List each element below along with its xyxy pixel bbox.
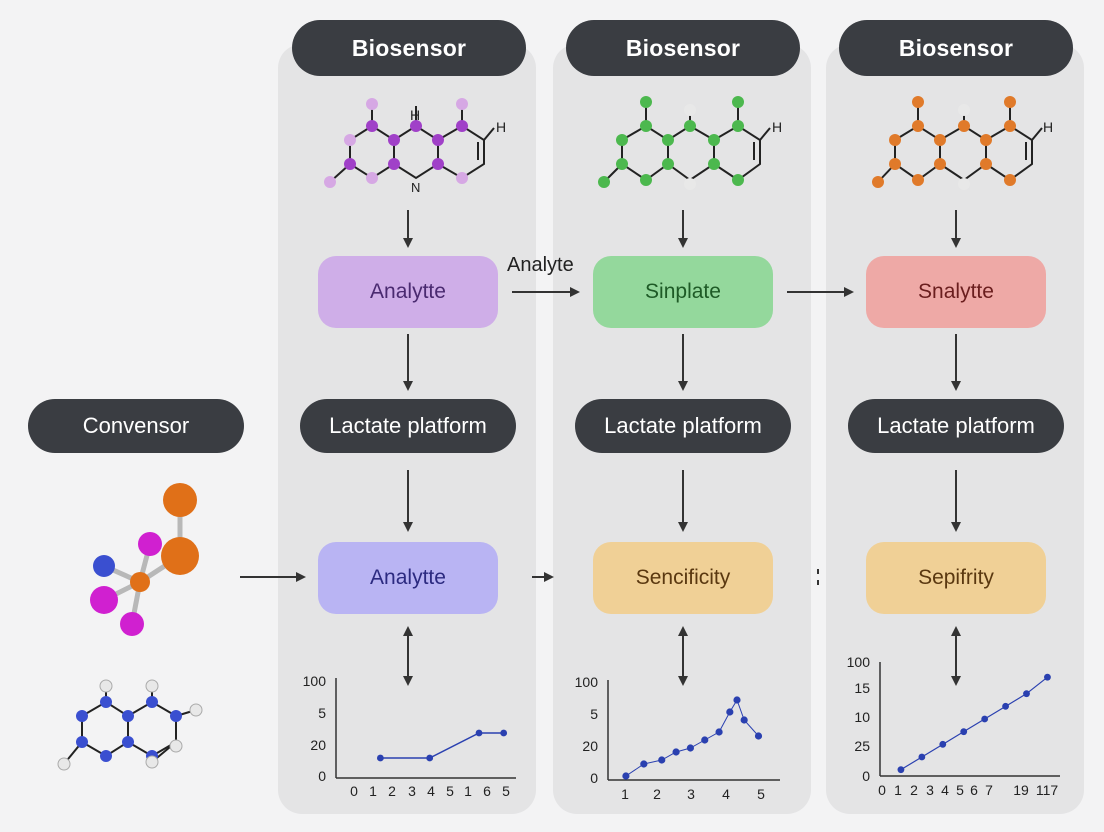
chart-2-point-5	[701, 736, 709, 744]
chart-3-y-tick-0: 100	[847, 654, 871, 670]
chart-3-point-0	[897, 766, 905, 774]
chart-1-point-0	[376, 754, 384, 762]
chart-3-point-6	[1023, 690, 1030, 698]
chart-1-series-line	[380, 732, 504, 759]
chart-2-x-tick-2: 3	[687, 786, 695, 802]
chart-2-point-8	[733, 696, 741, 704]
chart-1-x-tick-1: 1	[369, 783, 377, 799]
chart-3-x-tick-9: 117	[1036, 782, 1059, 798]
chart-3-x-tick-5: 5	[956, 782, 964, 798]
chart-2-y-tick-3: 0	[590, 770, 598, 786]
column-3-box-1: Snalytte	[866, 256, 1046, 328]
chart-2-point-7	[726, 708, 734, 716]
chart-3-point-4	[981, 715, 989, 723]
molecule-column-3: H	[872, 96, 1053, 190]
chart-2-point-3	[672, 748, 680, 756]
chart-1-x-tick-8: 5	[502, 783, 510, 799]
chart-3-y-tick-3: 25	[854, 738, 870, 754]
chart-2-y-tick-2: 20	[582, 738, 598, 754]
chart-1-point-2	[475, 729, 483, 737]
left-2d-molecule	[57, 679, 203, 771]
column-1-box-1: Analytte	[318, 256, 498, 328]
chart-3-point-5	[1002, 702, 1009, 710]
chart-1-point-1	[426, 754, 434, 762]
column-2-platform: Lactate platform	[575, 399, 791, 453]
chart-1-point-3	[500, 729, 508, 737]
molecule-1-label-n: N	[411, 180, 420, 195]
chart-1-y-tick-2: 20	[310, 737, 326, 753]
chart-1-x-tick-4: 4	[427, 783, 435, 799]
chart-3-y-tick-2: 10	[854, 709, 870, 725]
left-title: Convensor	[28, 399, 244, 453]
chart-2-x-tick-0: 1	[621, 786, 629, 802]
chart-2-point-1	[640, 760, 648, 768]
chart-2-y-tick-0: 100	[575, 674, 599, 690]
molecule-1-label-h2: H	[496, 119, 506, 135]
chart-3-x-tick-3: 3	[926, 782, 934, 798]
chart-2-point-4	[686, 744, 695, 752]
chart-3-x-tick-8: 19	[1013, 782, 1029, 798]
chart-1-y-tick-3: 0	[318, 768, 326, 784]
chart-2-point-10	[754, 732, 763, 740]
chart-2-y-tick-1: 5	[590, 706, 598, 722]
column-2-box-2: Sencificity	[593, 542, 773, 614]
chart-3-x-tick-6: 6	[970, 782, 978, 798]
chart-3-y-tick-1: 15	[854, 680, 870, 696]
chart-column-2: 100 5 20 0 1 2 3 4 5	[575, 674, 780, 802]
column-3-box-2: Sepifrity	[866, 542, 1046, 614]
chart-2-point-0	[622, 772, 630, 780]
chart-2-x-tick-4: 5	[757, 786, 765, 802]
molecule-1-label-h1: H	[410, 107, 420, 123]
chart-3-series-line	[900, 676, 1048, 771]
chart-2-point-2	[658, 756, 666, 764]
chart-3-x-tick-1: 1	[894, 782, 902, 798]
chart-3-x-tick-4: 4	[941, 782, 949, 798]
molecule-2-label-h: H	[772, 119, 782, 135]
horizontal-arrows	[240, 287, 854, 585]
chart-1-x-tick-7: 6	[483, 783, 491, 799]
chart-2-point-9	[740, 716, 748, 724]
molecule-column-2: H	[598, 96, 782, 190]
chart-3-y-tick-4: 0	[862, 768, 870, 784]
chart-1-x-tick-0: 0	[350, 783, 358, 799]
chart-3-point-3	[960, 728, 968, 736]
chart-2-x-tick-1: 2	[653, 786, 661, 802]
column-2-title: Biosensor	[566, 20, 800, 76]
column-1-title: Biosensor	[292, 20, 526, 76]
chart-3-x-tick-2: 2	[910, 782, 918, 798]
chart-3-x-tick-7: 7	[985, 782, 993, 798]
column-1-platform: Lactate platform	[300, 399, 516, 453]
chart-3-point-1	[918, 753, 926, 761]
left-3d-molecule	[90, 483, 199, 636]
chart-2-point-6	[715, 728, 723, 736]
chart-2-x-tick-3: 4	[722, 786, 730, 802]
molecule-3-label-h: H	[1043, 119, 1053, 135]
column-2-box-1: Sinplate	[593, 256, 773, 328]
column-1-box-2: Analytte	[318, 542, 498, 614]
chart-3-point-2	[939, 740, 947, 748]
chart-1-y-tick-1: 5	[318, 705, 326, 721]
chart-1-y-tick-0: 100	[303, 673, 327, 689]
chart-1-x-tick-3: 3	[408, 783, 416, 799]
chart-3-point-7	[1044, 673, 1051, 681]
chart-3-x-tick-0: 0	[878, 782, 886, 798]
column-3-platform: Lactate platform	[848, 399, 1064, 453]
chart-1-x-tick-2: 2	[388, 783, 396, 799]
column-3-title: Biosensor	[839, 20, 1073, 76]
chart-1-x-tick-5: 5	[446, 783, 454, 799]
connector-label: Analyte	[507, 254, 574, 276]
molecule-column-1: H H N	[324, 98, 506, 195]
chart-1-x-tick-6: 1	[464, 783, 472, 799]
